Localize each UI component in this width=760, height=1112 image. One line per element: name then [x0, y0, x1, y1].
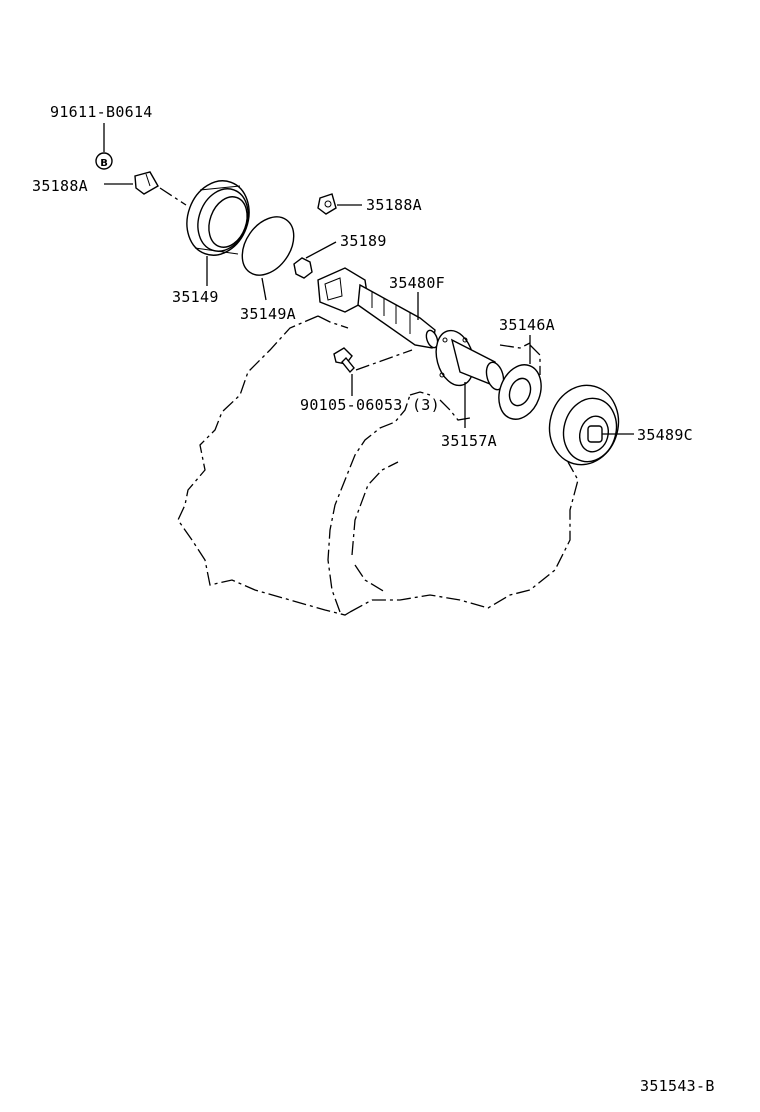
clip-left-part	[104, 171, 187, 206]
speed-sensor-part	[317, 267, 439, 349]
label-35149: 35149	[172, 288, 219, 306]
badge-letter: B	[100, 158, 108, 169]
label-35189: 35189	[340, 232, 387, 250]
figure-number: 351543-B	[640, 1077, 715, 1095]
badge-b-icon: B	[95, 123, 113, 170]
gasket-part	[498, 335, 542, 420]
label-91611-b0614: 91611-B0614	[50, 103, 153, 121]
label-35480f: 35480F	[389, 274, 445, 292]
label-35146a: 35146A	[499, 316, 555, 334]
bolt-35189-part	[293, 241, 337, 279]
label-clip-left: 35188A	[32, 177, 88, 195]
label-35157a: 35157A	[441, 432, 497, 450]
bearing-part	[548, 384, 634, 466]
oring-part	[241, 216, 295, 301]
shaft-flange-part	[435, 329, 505, 428]
label-35489c: 35489C	[637, 426, 693, 444]
clip-right-part	[317, 193, 362, 215]
housing-ring-part	[186, 180, 250, 286]
label-90105-06053: 90105-06053 (3)	[300, 396, 440, 414]
bolt-bottom-part	[333, 347, 413, 396]
transmission-case-outline	[177, 315, 579, 616]
label-35149a: 35149A	[240, 305, 296, 323]
label-clip-right: 35188A	[366, 196, 422, 214]
